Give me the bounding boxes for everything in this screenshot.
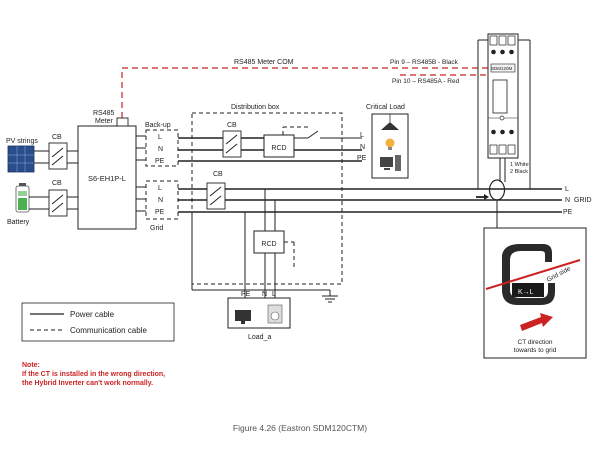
rs485-meter-label-2: Meter — [95, 118, 114, 125]
battery-circuit-breaker — [48, 189, 68, 217]
hybrid-inverter — [77, 125, 137, 230]
ct-direction-arrow — [476, 194, 489, 200]
figure-caption: Figure 4.26 (Eastron SDM120CTM) — [233, 423, 367, 433]
rs485-meter-port — [116, 117, 129, 127]
load-a-pe: PE — [241, 291, 251, 298]
grid-label: GRID — [574, 197, 592, 204]
legend-power-cable: Power cable — [70, 310, 115, 319]
pv-panel-icon — [7, 145, 35, 173]
critical-pe: PE — [357, 155, 367, 162]
backup-circuit-breaker — [222, 130, 242, 158]
grid-line-n: N — [565, 197, 570, 204]
critical-n: N — [360, 144, 365, 151]
battery-label: Battery — [7, 219, 30, 226]
grid-terminal-pe: PE — [155, 209, 165, 216]
backup-label: Back-up — [145, 122, 171, 129]
legend — [21, 302, 175, 342]
battery-icon — [15, 183, 30, 213]
washing-machine-icon — [267, 304, 283, 324]
note-line-2: the Hybrid Inverter can't work normally. — [22, 380, 153, 387]
bulb-icon — [385, 138, 395, 150]
load-a-n: N — [262, 291, 267, 298]
load-rcd-label: RCD — [261, 241, 276, 248]
pin9-label: Pin 9 – RS485B - Black — [390, 59, 459, 66]
distribution-box — [191, 112, 343, 285]
note-title: Note: — [22, 362, 40, 369]
earth-ground-icon — [322, 295, 338, 303]
inverter-label: S6-EH1P-L — [88, 174, 126, 183]
distribution-box-label: Distribution box — [231, 104, 280, 111]
backup-l: L — [158, 134, 162, 141]
critical-l: L — [360, 132, 364, 139]
ct-direction-label-2: towards to grid — [514, 347, 557, 354]
wire-black-label: 2 Black — [510, 169, 528, 175]
meter-model-label: SDM120M — [491, 66, 513, 71]
ct-clamp — [488, 179, 506, 201]
backup-terminal — [145, 129, 179, 167]
grid-terminal-label: Grid — [150, 225, 163, 232]
backup-pe: PE — [155, 158, 165, 165]
ct-clamp-photo-icon — [502, 244, 555, 305]
grid-circuit-breaker — [206, 182, 226, 210]
grid-line-pe: PE — [563, 209, 573, 216]
ct-direction-label-1: CT direction — [518, 339, 553, 346]
tv-icon — [235, 310, 251, 324]
rs485-comm-cable — [121, 67, 488, 118]
pin10-label: Pin 10 – RS485A - Red — [392, 78, 460, 85]
load-a-l: L — [272, 291, 276, 298]
grid-line-l: L — [565, 186, 569, 193]
pv-circuit-breaker — [48, 142, 68, 170]
backup-rcd-label: RCD — [271, 145, 286, 152]
wire-white-label: 1 White — [510, 162, 529, 168]
legend-communication-cable: Communication cable — [70, 326, 147, 335]
note-line-1: If the CT is installed in the wrong dire… — [22, 371, 165, 378]
critical-load-label: Critical Load — [366, 104, 405, 111]
load-a-label: Load_a — [248, 334, 271, 341]
lamp-icon — [381, 114, 399, 130]
pc-icon — [380, 155, 401, 171]
grid-terminal-n: N — [158, 197, 163, 204]
grid-terminal-l: L — [158, 185, 162, 192]
backup-rcd — [263, 134, 295, 158]
ct-direction-red-arrow — [520, 313, 553, 331]
backup-cb-label: CB — [227, 122, 237, 129]
ct-wire-line — [485, 259, 581, 290]
backup-n: N — [158, 146, 163, 153]
ct-mark-label: K→L — [518, 289, 534, 296]
grid-cb-label: CB — [213, 171, 223, 178]
pv-cb-label: CB — [52, 134, 62, 141]
battery-cb-label: CB — [52, 180, 62, 187]
energy-meter — [487, 33, 519, 159]
rs485-meter-com-label: RS485 Meter COM — [234, 59, 294, 66]
pv-strings-label: PV strings — [6, 138, 38, 145]
rs485-meter-label-1: RS485 — [93, 110, 115, 117]
